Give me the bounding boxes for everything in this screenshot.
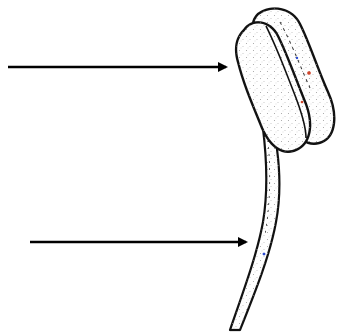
- accent-dot: [296, 57, 298, 59]
- accent-dot: [301, 101, 304, 104]
- accent-dot: [263, 253, 266, 256]
- anther: [236, 9, 334, 152]
- accent-dot: [307, 71, 311, 75]
- filament: [230, 118, 279, 330]
